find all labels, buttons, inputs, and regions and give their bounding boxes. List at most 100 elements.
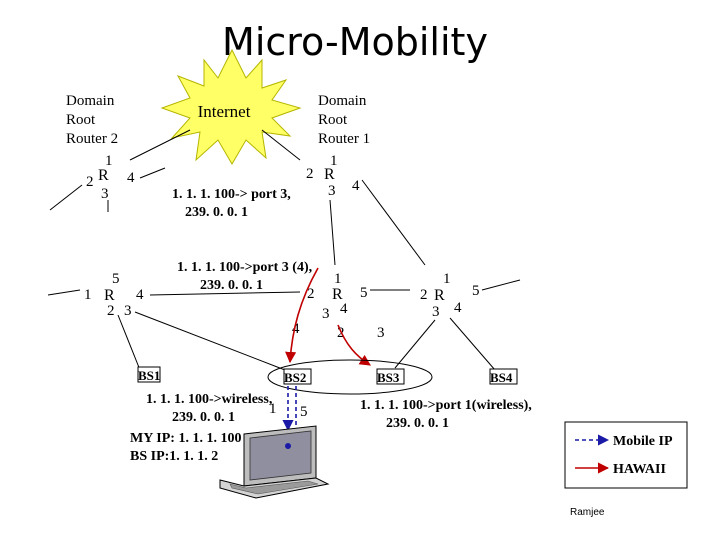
port-label: 2	[420, 287, 428, 303]
port-label: 3	[124, 303, 132, 319]
page-title: Micro-Mobility	[222, 20, 488, 64]
route-note-line: 239. 0. 0. 1	[200, 278, 263, 293]
link-rtl-offleft	[49, 184, 83, 211]
router-symbol: R	[332, 286, 343, 303]
bs2-bs3-group	[267, 359, 433, 395]
legend-box	[564, 421, 688, 489]
legend-hawaii-label: HAWAII	[613, 462, 666, 477]
base-station-bs2: BS2	[283, 368, 312, 385]
laptop-icon	[219, 425, 330, 499]
port-label: 1	[84, 287, 92, 303]
bs2-box	[283, 368, 312, 385]
router-symbol: R	[434, 287, 445, 304]
label-line: Root	[318, 112, 348, 128]
credit-label: Ramjee	[570, 507, 605, 518]
port-label: 3	[101, 186, 109, 202]
route-note-line: 1. 1. 1. 100-> port 3,	[172, 187, 291, 202]
link-rml-left	[47, 289, 81, 296]
laptop-screen-dot	[285, 443, 291, 449]
router-symbol: R	[324, 166, 335, 183]
port-label: 4	[127, 170, 135, 186]
bs3-box	[376, 368, 405, 385]
port-label: 4	[292, 321, 300, 337]
link-rtr-internet	[261, 129, 301, 161]
label-line: Domain	[318, 93, 367, 109]
route-note-line: 1. 1. 1. 100->wireless,	[146, 392, 272, 407]
router-top-right: 1 2 R 3 4	[306, 153, 360, 199]
port-label: 1	[105, 153, 113, 169]
router-symbol: R	[104, 287, 115, 304]
port-label: 1	[330, 153, 338, 169]
route-note-line: 1. 1. 1. 100->port 1(wireless),	[360, 398, 532, 413]
network-links	[47, 129, 521, 371]
port-label: 3	[432, 304, 440, 320]
route-note-bs3: 1. 1. 1. 100->port 1(wireless), 239. 0. …	[360, 398, 532, 431]
link-rml-rmc	[149, 291, 301, 296]
laptop-keyboard	[229, 480, 319, 495]
label-line: Domain	[66, 93, 115, 109]
port-label: 2	[107, 303, 115, 319]
port-label: 5	[472, 283, 480, 299]
base-station-bs1: BS1	[137, 366, 161, 383]
label-line: Root	[66, 112, 96, 128]
router-mid-left: 5 1 R 4 2 3	[84, 271, 144, 319]
bs2-label: BS2	[284, 370, 306, 385]
bs4-box	[489, 368, 518, 385]
domain-root-router-2-label: Domain Root Router 2	[66, 93, 118, 147]
link-rtl-right	[139, 167, 166, 179]
hawaii-arrow-to-bs2	[285, 267, 319, 364]
port-label: 4	[340, 301, 348, 317]
link-rmr-bs4	[449, 317, 496, 371]
port-label: 5	[360, 285, 368, 301]
link-rml-bs1	[117, 314, 141, 371]
port-label: 3	[322, 306, 330, 322]
internet-starburst	[160, 48, 302, 165]
laptop-display	[249, 430, 312, 481]
route-note-middle: 1. 1. 1. 100->port 3 (4), 239. 0. 0. 1	[177, 260, 312, 293]
bs4-label: BS4	[490, 370, 513, 385]
port-label: 4	[136, 287, 144, 303]
route-note-bs2: 1. 1. 1. 100->wireless, 239. 0. 0. 1	[146, 392, 272, 425]
my-ip-label: MY IP: 1. 1. 1. 100	[130, 431, 241, 446]
internet-cloud: Internet	[160, 48, 302, 165]
port-label: 2	[86, 174, 94, 190]
label-line: Router 1	[318, 131, 370, 147]
port-label: 2	[307, 286, 315, 302]
port-label: 1	[269, 401, 277, 417]
bs-ip-label: BS IP:1. 1. 1. 2	[130, 449, 218, 464]
port-label: 3	[377, 325, 385, 341]
route-note-line: 239. 0. 0. 1	[386, 416, 449, 431]
route-note-line: 1. 1. 1. 100->port 3 (4),	[177, 260, 312, 275]
bs1-label: BS1	[138, 368, 160, 383]
port-label: 4	[352, 178, 360, 194]
legend: Mobile IP HAWAII	[564, 421, 688, 489]
port-label: 3	[328, 183, 336, 199]
hawaii-path	[285, 267, 371, 366]
label-line: Router 2	[66, 131, 118, 147]
route-note-line: 239. 0. 0. 1	[172, 410, 235, 425]
router-symbol: R	[98, 167, 109, 184]
router-mid-right: 1 2 R 5 3 4	[420, 271, 480, 320]
link-rtr-rmr	[361, 179, 426, 266]
bs3-label: BS3	[377, 370, 400, 385]
route-note-top: 1. 1. 1. 100-> port 3, 239. 0. 0. 1	[172, 187, 291, 220]
link-rml-bs2	[134, 311, 286, 371]
router-top-left: 1 2 R 4 3	[86, 153, 135, 202]
base-station-bs3: BS3	[376, 368, 405, 385]
mobile-ip-path	[282, 386, 297, 432]
port-label: 1	[443, 271, 451, 287]
internet-label: Internet	[198, 102, 251, 121]
link-rmr-bs3	[394, 319, 436, 369]
hawaii-arrow-to-bs3	[337, 324, 371, 366]
router-mid-center: 1 2 R 5 3 4	[307, 271, 368, 322]
port-label: 5	[300, 404, 308, 420]
port-label: 4	[454, 300, 462, 316]
link-rtr-rmc	[329, 199, 336, 266]
port-label: 5	[112, 271, 120, 287]
port-label: 1	[334, 271, 342, 287]
bs1-box	[137, 366, 161, 383]
legend-mobile-ip-label: Mobile IP	[613, 434, 673, 449]
route-note-line: 239. 0. 0. 1	[185, 205, 248, 220]
